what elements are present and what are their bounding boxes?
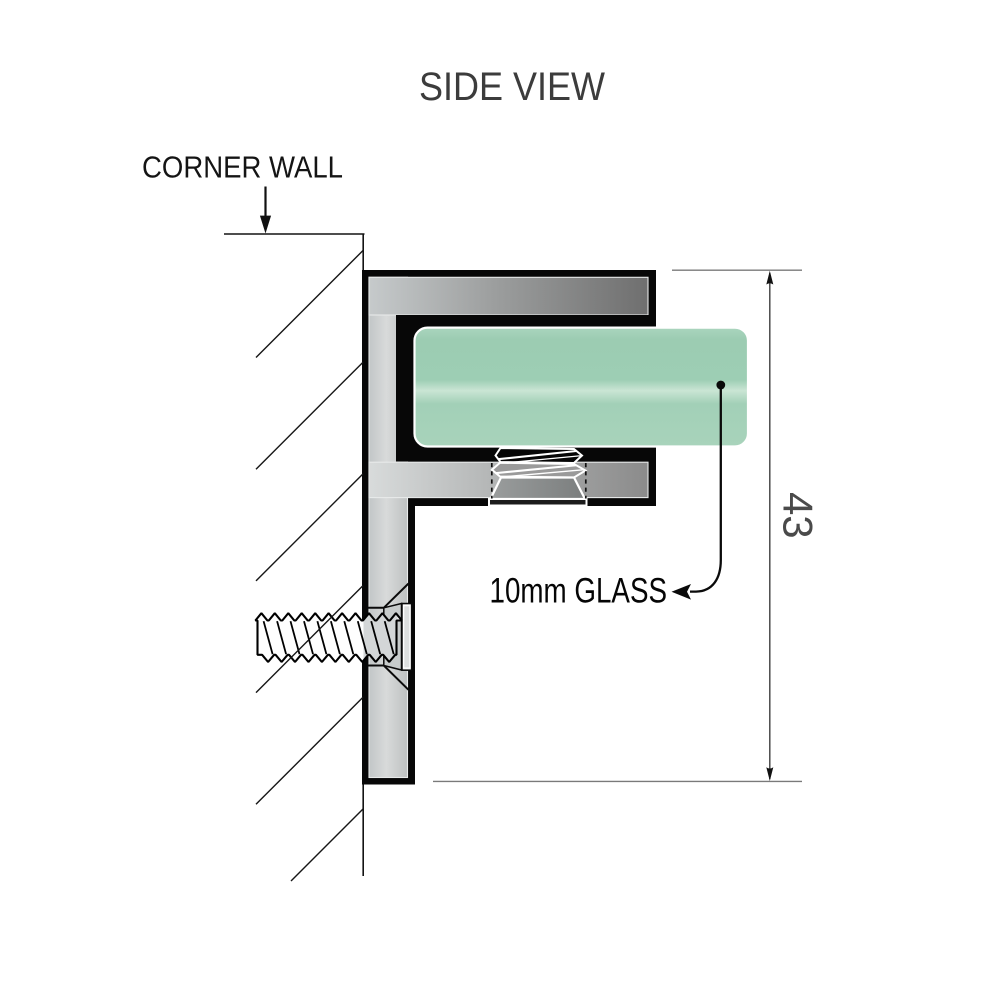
svg-text:10mm GLASS: 10mm GLASS bbox=[490, 572, 668, 611]
svg-text:SIDE VIEW: SIDE VIEW bbox=[419, 65, 605, 109]
svg-text:CORNER WALL: CORNER WALL bbox=[142, 150, 343, 185]
svg-text:43: 43 bbox=[775, 492, 822, 539]
